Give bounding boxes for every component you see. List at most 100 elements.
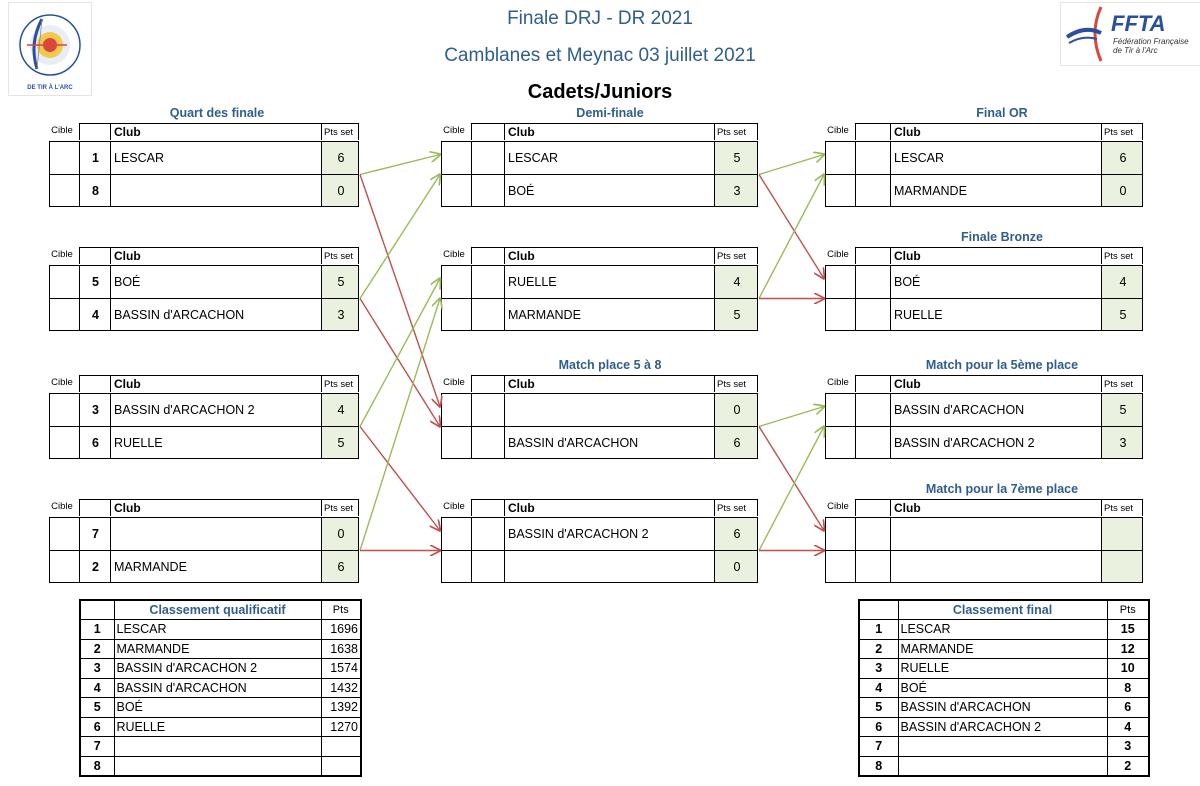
winner-arrow bbox=[359, 155, 440, 176]
ranking-club: BOÉ bbox=[113, 697, 322, 718]
club-header: Club bbox=[894, 501, 921, 515]
loser-arrow bbox=[359, 426, 440, 531]
seed-rank: 3 bbox=[92, 403, 99, 417]
ffta-emblem-icon: FFTA Fédération Française de Tir à l'Arc bbox=[1065, 6, 1189, 62]
club-name: BASSIN d'ARCACHON 2 bbox=[508, 527, 649, 541]
set-points: 6 bbox=[337, 560, 345, 574]
ranking-club: RUELLE bbox=[113, 716, 322, 737]
ranking-points: 1638 bbox=[320, 638, 362, 659]
ranking-row: 8 bbox=[79, 755, 362, 776]
pts-set-header: Pts set bbox=[717, 503, 747, 514]
match-header: Club Pts set bbox=[855, 247, 1143, 264]
club-name: RUELLE bbox=[114, 436, 163, 450]
ffta-brand: FFTA bbox=[1111, 11, 1166, 36]
ranking-position: 7 bbox=[79, 736, 115, 757]
ranking-position: 1 bbox=[858, 619, 899, 640]
seed-rank: 2 bbox=[92, 560, 99, 574]
club-header: Club bbox=[114, 125, 141, 139]
regional-committee-logo: DE TIR À L'ARC bbox=[8, 2, 92, 96]
set-points: 0 bbox=[733, 560, 741, 574]
set-points: 3 bbox=[733, 184, 741, 198]
ranking-points: 1270 bbox=[320, 716, 362, 737]
winner-arrow bbox=[758, 407, 824, 428]
cible-label: Cible bbox=[51, 125, 73, 136]
ranking-points: 15 bbox=[1106, 619, 1150, 640]
club-header: Club bbox=[894, 125, 921, 139]
winner-arrow bbox=[758, 175, 824, 299]
cible-label: Cible bbox=[827, 249, 849, 260]
ranking-position: 6 bbox=[79, 716, 115, 737]
pts-set-header: Pts set bbox=[1104, 379, 1134, 390]
ranking-club: BASSIN d'ARCACHON bbox=[113, 677, 322, 698]
ranking-points: 1432 bbox=[320, 677, 362, 698]
set-points: 0 bbox=[337, 527, 345, 541]
winner-arrow bbox=[359, 299, 440, 551]
club-header: Club bbox=[508, 249, 535, 263]
club-name: BOÉ bbox=[114, 275, 141, 289]
set-points: 5 bbox=[337, 275, 345, 289]
ranking-club: LESCAR bbox=[113, 619, 322, 640]
ranking-points: 6 bbox=[1106, 697, 1150, 718]
ranking-position: 8 bbox=[79, 755, 115, 776]
cible-label: Cible bbox=[443, 377, 465, 388]
club-name: BASSIN d'ARCACHON bbox=[114, 308, 245, 322]
pts-set-header: Pts set bbox=[717, 379, 747, 390]
ranking-position: 3 bbox=[79, 658, 115, 679]
club-name: BASSIN d'ARCACHON bbox=[894, 403, 1025, 417]
club-name: RUELLE bbox=[508, 275, 557, 289]
pts-set-header: Pts set bbox=[1104, 251, 1134, 262]
ranking-row: 7 bbox=[79, 736, 362, 757]
ranking-points: 4 bbox=[1106, 716, 1150, 737]
cible-label: Cible bbox=[443, 249, 465, 260]
winner-arrow bbox=[758, 155, 824, 176]
page-title: Finale DRJ - DR 2021 bbox=[507, 8, 693, 29]
ranking-position: 7 bbox=[858, 736, 899, 757]
club-header: Club bbox=[894, 249, 921, 263]
ranking-position: 2 bbox=[858, 638, 899, 659]
ranking-points: 1574 bbox=[320, 658, 362, 679]
set-points: 5 bbox=[733, 308, 741, 322]
ranking-position: 6 bbox=[858, 716, 899, 737]
seed-rank: 7 bbox=[92, 527, 99, 541]
ranking-club: MARMANDE bbox=[113, 638, 322, 659]
club-name: BOÉ bbox=[894, 275, 921, 289]
ranking-points: 1392 bbox=[320, 697, 362, 718]
place-7-title: Match pour la 7ème place bbox=[925, 482, 1079, 496]
final-bronze-title: Finale Bronze bbox=[961, 230, 1043, 244]
set-points: 3 bbox=[1119, 436, 1127, 450]
set-points: 3 bbox=[337, 308, 345, 322]
ffta-line2: de Tir à l'Arc bbox=[1113, 46, 1158, 55]
set-points: 0 bbox=[337, 184, 345, 198]
place-5-8-title: Match place 5 à 8 bbox=[558, 358, 662, 372]
ranking-position: 4 bbox=[858, 677, 899, 698]
cible-label: Cible bbox=[827, 501, 849, 512]
ranking-points: 3 bbox=[1106, 736, 1150, 757]
set-points: 4 bbox=[733, 275, 741, 289]
set-points: 5 bbox=[1119, 403, 1127, 417]
club-header: Club bbox=[114, 249, 141, 263]
ffta-logo: FFTA Fédération Française de Tir à l'Arc bbox=[1060, 2, 1200, 66]
